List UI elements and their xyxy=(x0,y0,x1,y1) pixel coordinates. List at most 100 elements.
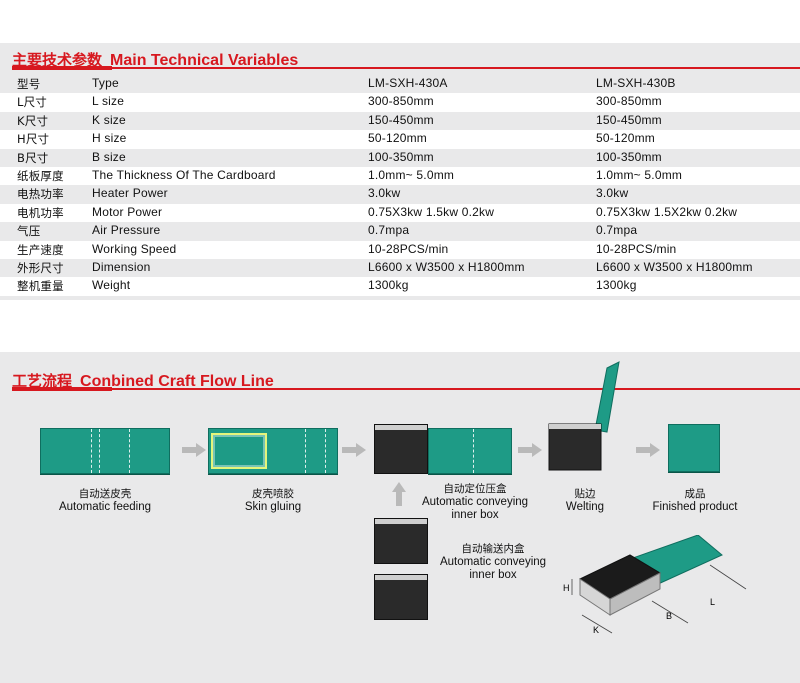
dim-label-b: B xyxy=(666,611,672,621)
param-name-en: K size xyxy=(92,112,126,127)
flow-section xyxy=(0,352,800,683)
spec-row: 电机功率 Motor Power 0.75X3kw 1.5kw 0.2kw 0.75X… xyxy=(0,203,800,223)
value-430a: 150-450mm xyxy=(368,112,434,127)
param-name-zh: 电热功率 xyxy=(17,187,64,202)
param-name-en: Working Speed xyxy=(92,241,177,256)
param-name-zh: 整机重量 xyxy=(17,279,64,294)
fold-line xyxy=(473,429,474,473)
step-label-positioning: 自动定位压盒 Automatic conveying inner box xyxy=(421,483,529,521)
incoming-inner-box xyxy=(374,518,428,564)
dim-label-h: H xyxy=(563,583,570,593)
param-name-zh: 纸板厚度 xyxy=(17,168,64,183)
fold-line xyxy=(305,429,306,473)
param-name-zh: K尺寸 xyxy=(17,113,49,128)
value-430b: 100-350mm xyxy=(596,149,662,164)
param-name-zh: L尺寸 xyxy=(17,95,48,110)
fold-line xyxy=(129,429,130,473)
param-name-en: H size xyxy=(92,131,127,146)
finished-box xyxy=(668,424,720,472)
param-name-zh: 外形尺寸 xyxy=(17,260,64,275)
incoming-inner-box xyxy=(374,574,428,620)
value-430a: 1300kg xyxy=(368,278,409,293)
flow-arrow-right-icon xyxy=(342,443,366,457)
value-430b: 1.0mm~ 5.0mm xyxy=(596,167,683,182)
param-name-en: Weight xyxy=(92,278,131,293)
param-name-en: Motor Power xyxy=(92,204,163,219)
box-front-face xyxy=(609,572,661,616)
value-430b: 10-28PCS/min xyxy=(596,241,677,256)
spec-row: 生产速度 Working Speed 10-28PCS/min 10-28PCS/mi… xyxy=(0,240,800,259)
param-name-en: B size xyxy=(92,149,126,164)
param-name-zh: H尺寸 xyxy=(17,132,50,147)
flow-arrow-up-icon xyxy=(392,482,406,506)
spec-title-zh: 主要技术参数 xyxy=(12,51,103,69)
spec-header-rule xyxy=(12,66,800,70)
spec-header: 主要技术参数 Main Technical Variables xyxy=(0,43,800,71)
flow-arrow-right-icon xyxy=(636,443,660,457)
dim-line-k xyxy=(581,614,613,634)
value-430a: 1.0mm~ 5.0mm xyxy=(368,167,455,182)
positioned-inner-box xyxy=(374,424,428,474)
value-430b: L6600 x W3500 x H1800mm xyxy=(596,259,753,274)
spec-row: 外形尺寸 Dimension L6600 x W3500 x H1800mm L660… xyxy=(0,259,800,277)
fold-line xyxy=(91,429,92,473)
glue-outline xyxy=(211,433,267,469)
spec-row: 气压 Air Pressure 0.7mpa 0.7mpa xyxy=(0,222,800,240)
value-430a: 300-850mm xyxy=(368,94,434,109)
value-430b: 3.0kw xyxy=(596,186,629,201)
value-430a: 50-120mm xyxy=(368,131,427,146)
spec-row: B尺寸 B size 100-350mm 100-350mm xyxy=(0,149,800,167)
spec-row: K尺寸 K size 150-450mm 150-450mm xyxy=(0,112,800,130)
flow-header-rule xyxy=(12,387,800,391)
param-name-zh: B尺寸 xyxy=(17,150,49,165)
param-name-zh: 生产速度 xyxy=(17,242,64,257)
param-name-en: L size xyxy=(92,94,125,109)
param-name-zh: 电机功率 xyxy=(17,205,64,220)
welting-side-panel xyxy=(594,361,620,433)
value-430a: 10-28PCS/min xyxy=(368,241,449,256)
spec-row: H尺寸 H size 50-120mm 50-120mm xyxy=(0,130,800,149)
step-label-feeding: 自动送皮壳 Automatic feeding xyxy=(58,488,152,513)
param-name-en: Dimension xyxy=(92,259,151,274)
value-430b: 50-120mm xyxy=(596,131,655,146)
flow-arrow-right-icon xyxy=(182,443,206,457)
box-dimension-diagram: H K B L xyxy=(563,535,747,635)
value-430a: L6600 x W3500 x H1800mm xyxy=(368,259,525,274)
spec-title-en: Main Technical Variables xyxy=(110,52,299,69)
welting-box xyxy=(548,423,602,471)
fold-line xyxy=(99,429,100,473)
param-name-en: Type xyxy=(92,76,119,90)
step-label-welting: 贴边 Welting xyxy=(565,488,605,513)
param-name-en: Air Pressure xyxy=(92,223,161,238)
param-name-en: Heater Power xyxy=(92,186,168,201)
flow-arrow-right-icon xyxy=(518,443,542,457)
value-430b: 0.7mpa xyxy=(596,223,638,238)
param-name-zh: 型号 xyxy=(17,77,41,91)
flow-title-zh: 工艺流程 xyxy=(12,372,73,390)
positioning-board xyxy=(428,428,512,474)
gluing-board xyxy=(208,428,338,474)
step-label-gluing: 皮壳喷胶 Skin gluing xyxy=(244,488,302,513)
value-430a: 0.75X3kw 1.5kw 0.2kw xyxy=(368,204,495,219)
value-430a: 0.7mpa xyxy=(368,223,410,238)
dim-line-l xyxy=(709,564,747,590)
param-name-zh: 气压 xyxy=(17,224,41,239)
value-430a: LM-SXH-430A xyxy=(368,76,448,90)
dim-label-k: K xyxy=(593,625,599,635)
fold-line xyxy=(325,429,326,473)
spec-title: 主要技术参数 Main Technical Variables xyxy=(12,49,298,70)
value-430b: 1300kg xyxy=(596,278,637,293)
value-430b: 0.75X3kw 1.5X2kw 0.2kw xyxy=(596,204,738,219)
value-430b: 150-450mm xyxy=(596,112,662,127)
feeding-board xyxy=(40,428,170,474)
value-430a: 100-350mm xyxy=(368,149,434,164)
welting-illustration xyxy=(548,361,620,471)
step-label-finished: 成品 Finished product xyxy=(652,488,738,513)
step-label-conveying: 自动输送内盒 Automatic conveying inner box xyxy=(439,543,547,581)
